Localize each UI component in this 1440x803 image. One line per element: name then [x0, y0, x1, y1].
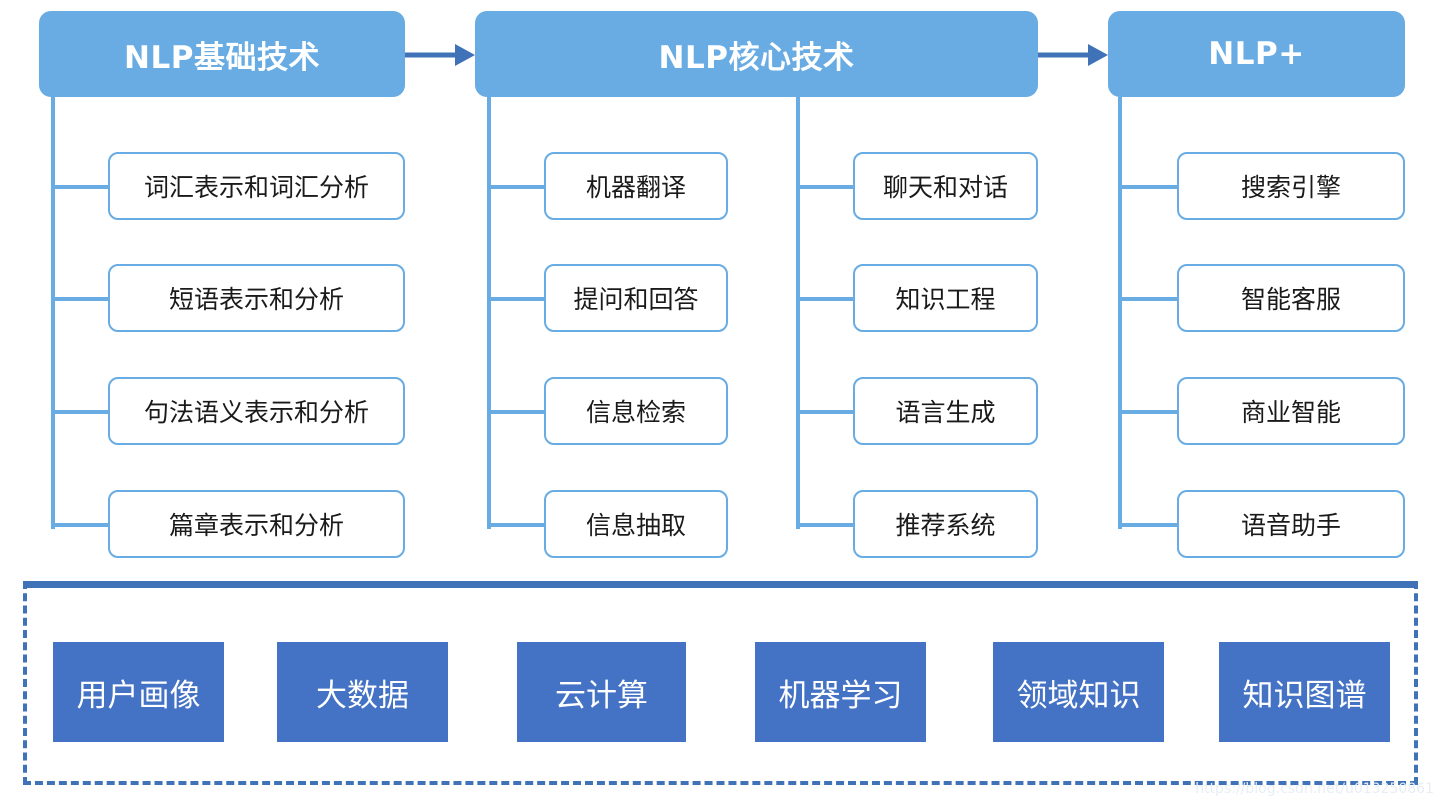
- plus-item: 商业智能: [1177, 377, 1405, 445]
- core-item: 信息抽取: [544, 490, 728, 558]
- header-nlp-core: NLP核心技术: [475, 11, 1038, 97]
- core-item: 语言生成: [853, 377, 1038, 445]
- connector-branch: [1118, 523, 1178, 527]
- basic-item: 词汇表示和词汇分析: [108, 152, 405, 220]
- basic-item: 篇章表示和分析: [108, 490, 405, 558]
- header-nlp-plus: NLP+: [1108, 11, 1405, 97]
- foundation-box: 知识图谱: [1219, 642, 1390, 742]
- connector-trunk-core-right: [796, 97, 800, 529]
- foundation-box: 用户画像: [53, 642, 224, 742]
- connector-branch: [796, 185, 854, 189]
- connector-branch: [796, 410, 854, 414]
- core-item: 提问和回答: [544, 264, 728, 332]
- connector-branch: [1118, 297, 1178, 301]
- connector-branch: [51, 185, 109, 189]
- connector-branch: [796, 523, 854, 527]
- arrow-basic-to-core: [405, 44, 475, 66]
- foundation-box: 机器学习: [755, 642, 926, 742]
- connector-branch: [1118, 410, 1178, 414]
- connector-branch: [1118, 185, 1178, 189]
- connector-branch: [487, 185, 545, 189]
- foundation-frame: [23, 581, 1418, 785]
- foundation-box: 领域知识: [993, 642, 1164, 742]
- connector-trunk-core-left: [487, 97, 491, 529]
- core-item: 机器翻译: [544, 152, 728, 220]
- connector-branch: [51, 410, 109, 414]
- arrow-core-to-plus: [1038, 44, 1108, 66]
- core-item: 推荐系统: [853, 490, 1038, 558]
- core-item: 知识工程: [853, 264, 1038, 332]
- core-item: 信息检索: [544, 377, 728, 445]
- connector-branch: [51, 523, 109, 527]
- connector-trunk-basic: [51, 97, 55, 529]
- foundation-box: 大数据: [277, 642, 448, 742]
- header-nlp-basic: NLP基础技术: [39, 11, 405, 97]
- basic-item: 短语表示和分析: [108, 264, 405, 332]
- foundation-box: 云计算: [517, 642, 686, 742]
- basic-item: 句法语义表示和分析: [108, 377, 405, 445]
- connector-branch: [796, 297, 854, 301]
- plus-item: 搜索引擎: [1177, 152, 1405, 220]
- connector-branch: [487, 410, 545, 414]
- connector-branch: [487, 523, 545, 527]
- connector-trunk-plus: [1118, 97, 1122, 529]
- watermark: https://blog.csdn.net/u013250861: [1195, 781, 1434, 797]
- connector-branch: [51, 297, 109, 301]
- plus-item: 语音助手: [1177, 490, 1405, 558]
- core-item: 聊天和对话: [853, 152, 1038, 220]
- plus-item: 智能客服: [1177, 264, 1405, 332]
- connector-branch: [487, 297, 545, 301]
